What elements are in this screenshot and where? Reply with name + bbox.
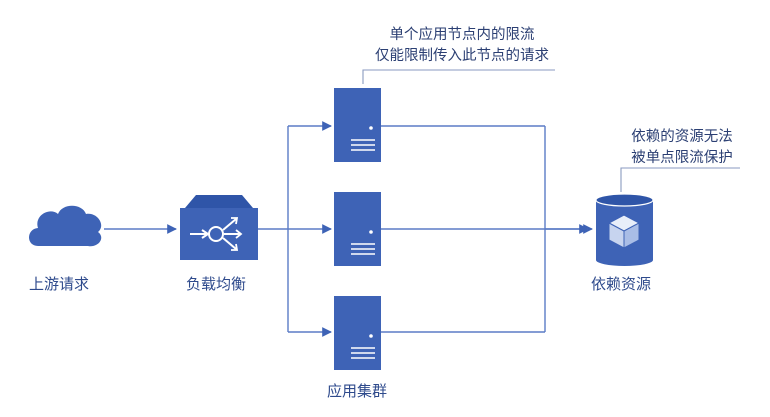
cloud-icon xyxy=(29,205,102,247)
node-limit-line2: 仅能限制传入此节点的请求 xyxy=(375,48,549,64)
servers-to-resource-connectors xyxy=(381,125,593,333)
resource-line2: 被单点限流保护 xyxy=(631,150,733,166)
load-balancer-icon xyxy=(180,195,258,260)
node-limit-annotation: 单个应用节点内的限流 仅能限制传入此节点的请求 xyxy=(362,25,562,67)
server-icon xyxy=(334,192,381,266)
dependency-label: 依赖资源 xyxy=(591,275,652,293)
lb-to-servers-connectors xyxy=(258,121,332,337)
upstream-label: 上游请求 xyxy=(29,275,90,293)
app-cluster-label: 应用集群 xyxy=(327,382,388,400)
server-icon xyxy=(334,296,381,370)
resource-line1: 依赖的资源无法 xyxy=(631,129,733,145)
resource-annotation: 依赖的资源无法 被单点限流保护 xyxy=(622,127,742,169)
cube-icon xyxy=(607,214,641,249)
database-icon xyxy=(595,193,654,266)
load-balancer-label: 负载均衡 xyxy=(186,275,247,293)
node-limit-leader-line xyxy=(362,69,555,84)
resource-leader-line xyxy=(620,167,740,192)
server-icon xyxy=(334,88,381,162)
node-limit-line1: 单个应用节点内的限流 xyxy=(389,27,535,43)
